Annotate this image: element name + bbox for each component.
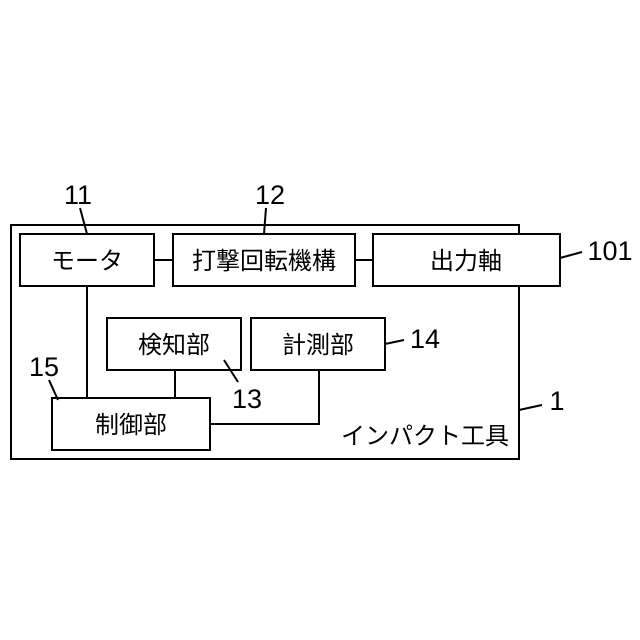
ref-15: 15 — [29, 352, 59, 382]
impact-mechanism-label: 打撃回転機構 — [192, 247, 336, 275]
ref-13: 13 — [232, 384, 262, 414]
detector-label: 検知部 — [138, 331, 210, 359]
measurer-label: 計測部 — [282, 331, 354, 359]
leader-1 — [519, 405, 542, 410]
controller-label: 制御部 — [95, 411, 167, 439]
ref-1: 1 — [549, 386, 564, 416]
impact-tool-label: インパクト工具 — [341, 422, 509, 450]
motor-label: モータ — [51, 247, 123, 275]
output-shaft-label: 出力軸 — [430, 247, 502, 275]
ref-11: 11 — [64, 180, 92, 210]
ref-14: 14 — [410, 324, 440, 354]
leader-101 — [560, 252, 582, 258]
ref-12: 12 — [255, 180, 285, 210]
ref-101: 101 — [587, 236, 632, 266]
